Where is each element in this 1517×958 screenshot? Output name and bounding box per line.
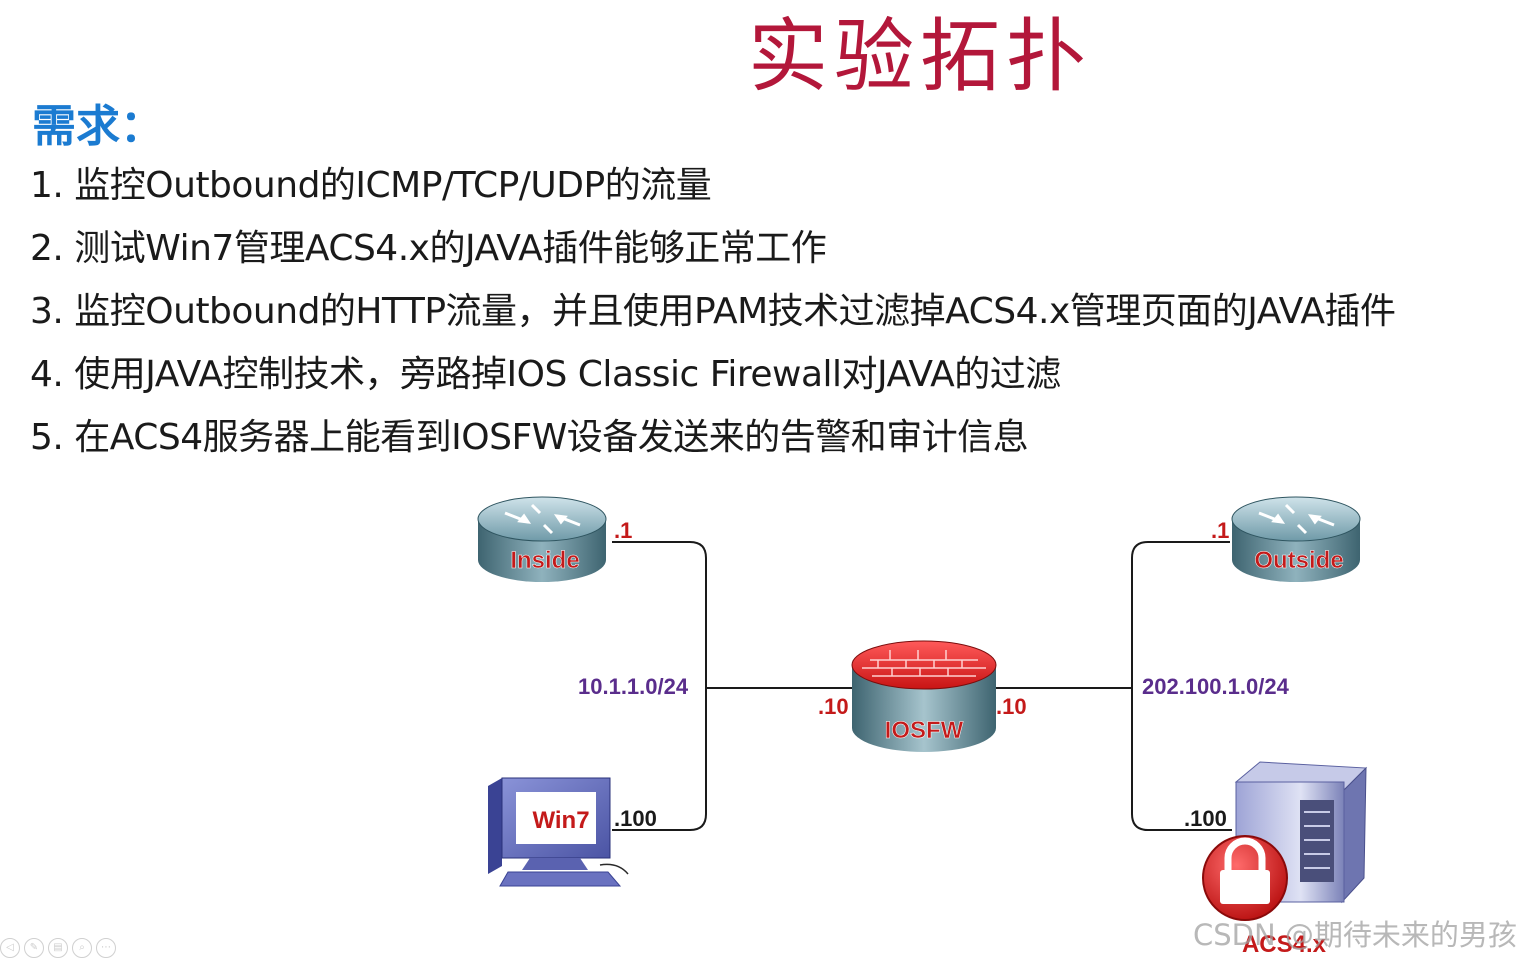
pc-win7-icon — [488, 777, 629, 887]
link-win7 — [612, 688, 707, 831]
requirement-item: 1. 监控Outbound的ICMP/TCP/UDP的流量 — [30, 165, 712, 206]
requirements-list: 1. 监控Outbound的ICMP/TCP/UDP的流量 2. 测试Win7管… — [30, 160, 1396, 475]
pc-win7-label: Win7 — [532, 807, 589, 834]
requirements-heading: 需求： — [32, 101, 164, 152]
firewall-iosfw-icon — [851, 640, 997, 752]
slide-title: 实验拓扑 — [748, 10, 1092, 103]
router-inside-label: Inside — [510, 547, 579, 574]
win7-interface-label: .100 — [614, 806, 657, 831]
slide-viewer-controls[interactable]: ◁ ✎ ▤ ⌕ ⋯ — [0, 938, 116, 958]
zoom-icon[interactable]: ⌕ — [72, 938, 92, 958]
link-acs — [1131, 688, 1232, 831]
router-inside-icon — [477, 496, 607, 582]
outside-interface-label: .1 — [1211, 518, 1229, 543]
router-outside-icon — [1231, 496, 1361, 582]
links — [612, 541, 1232, 831]
more-icon[interactable]: ⋯ — [96, 938, 116, 958]
router-outside-label: Outside — [1254, 547, 1343, 574]
requirement-item: 5. 在ACS4服务器上能看到IOSFW设备发送来的告警和审计信息 — [30, 417, 1029, 458]
iosfw-right-interface-label: .10 — [996, 694, 1027, 719]
link-outside — [1131, 541, 1230, 688]
firewall-iosfw-label: IOSFW — [885, 717, 964, 744]
inside-interface-label: .1 — [614, 518, 632, 543]
acs-interface-label: .100 — [1184, 806, 1227, 831]
server-acs-label: ACS4.x — [1242, 931, 1327, 957]
pen-icon[interactable]: ✎ — [24, 938, 44, 958]
prev-icon[interactable]: ◁ — [0, 938, 20, 958]
network-right-label: 202.100.1.0/24 — [1142, 674, 1290, 699]
requirement-item: 4. 使用JAVA控制技术，旁路掉IOS Classic Firewall对JA… — [30, 354, 1061, 395]
lock-icon — [1202, 835, 1288, 921]
slides-icon[interactable]: ▤ — [48, 938, 68, 958]
requirement-item: 3. 监控Outbound的HTTP流量，并且使用PAM技术过滤掉ACS4.x管… — [30, 291, 1396, 332]
network-left-label: 10.1.1.0/24 — [578, 674, 689, 699]
requirement-item: 2. 测试Win7管理ACS4.x的JAVA插件能够正常工作 — [30, 228, 827, 269]
link-inside — [612, 541, 707, 688]
watermark: CSDN @期待未来的男孩 — [1193, 918, 1517, 952]
iosfw-left-interface-label: .10 — [818, 694, 849, 719]
